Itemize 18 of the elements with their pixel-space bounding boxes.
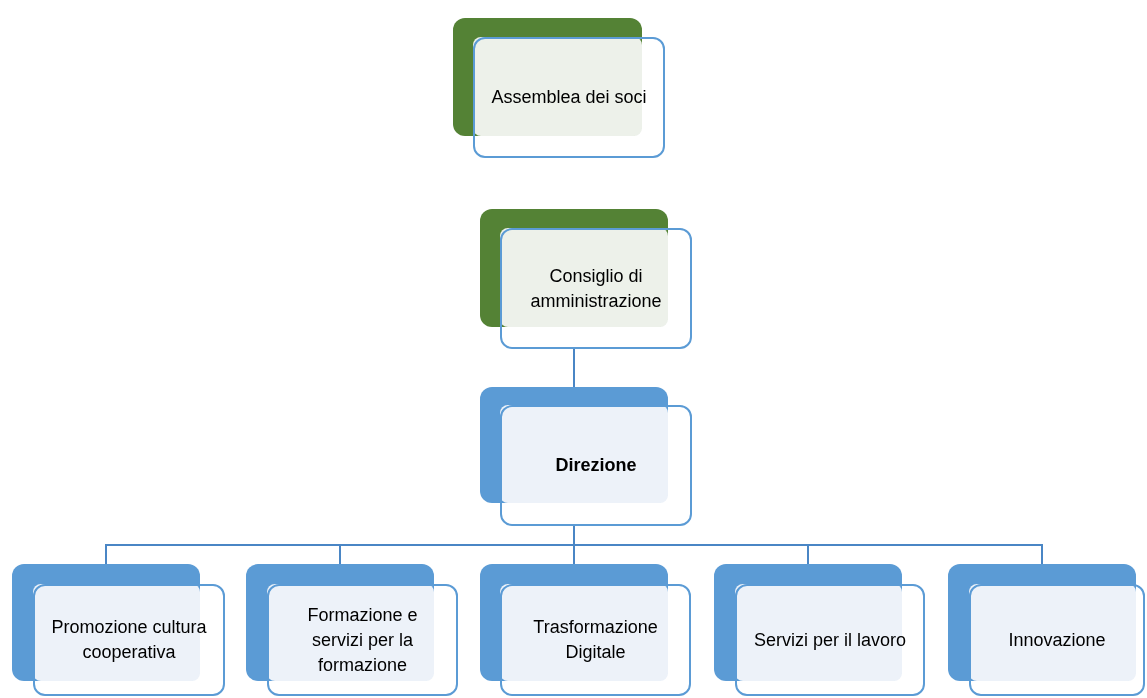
org-chart-box	[948, 564, 1145, 696]
box-label: Servizi per il lavoro	[753, 628, 907, 652]
org-chart-box	[714, 564, 925, 696]
org-chart-box	[480, 387, 692, 526]
box-label: Consiglio di amministrazione	[529, 264, 663, 313]
box-label: Formazione e servizi per la formazione	[306, 603, 419, 677]
org-chart-box	[246, 564, 458, 696]
org-chart-box	[480, 564, 691, 696]
connector-line	[573, 525, 1043, 565]
box-label: Trasformazione Digitale	[532, 616, 659, 664]
org-chart-box	[480, 209, 692, 349]
box-label: Direzione	[555, 454, 637, 477]
org-chart-box	[453, 18, 665, 158]
connector-line	[573, 348, 575, 388]
box-label: Assemblea dei soci	[491, 86, 647, 109]
org-chart-box	[12, 564, 225, 696]
box-label: Promozione cultura cooperativa	[50, 616, 208, 664]
box-label: Innovazione	[1008, 628, 1106, 652]
